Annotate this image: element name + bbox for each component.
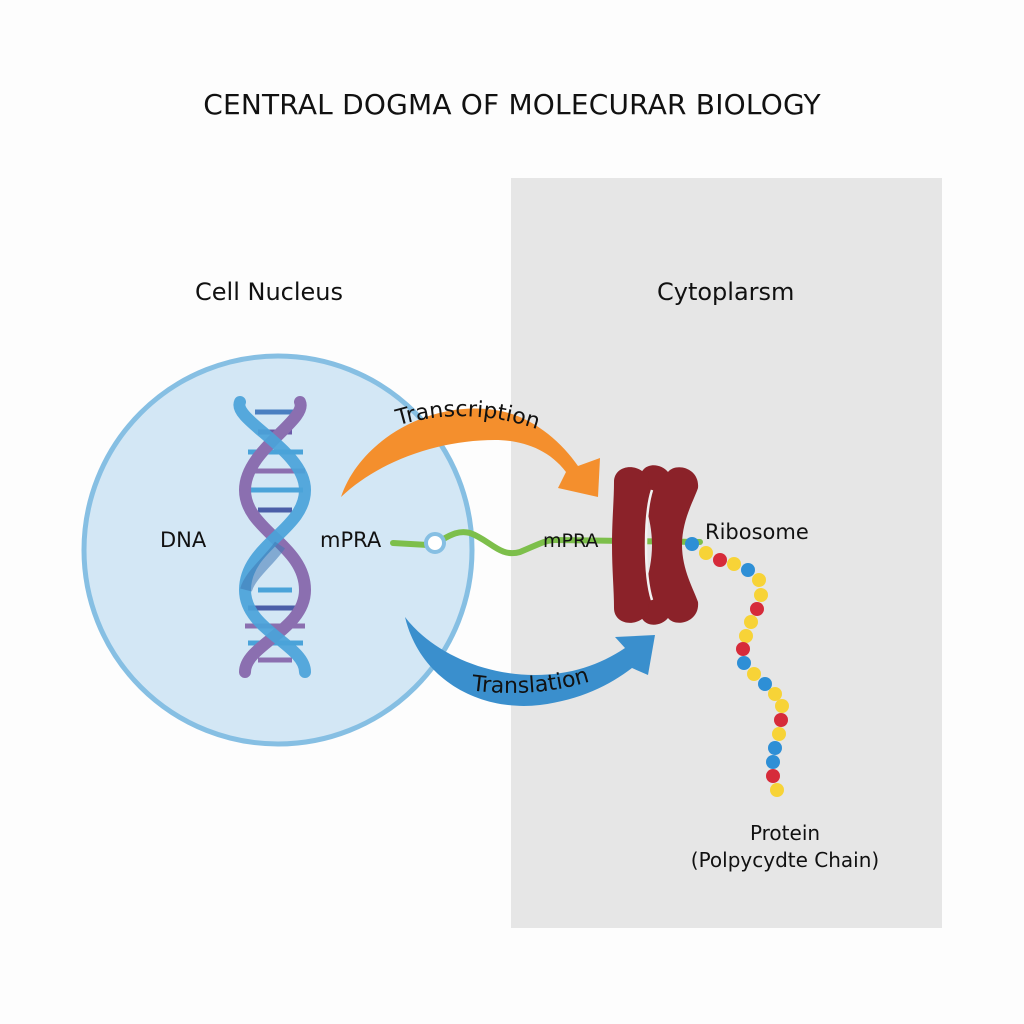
dna-strand-blue xyxy=(233,396,312,678)
protein-label-title: Protein xyxy=(749,821,821,845)
transcription-arrow xyxy=(341,408,600,497)
amino-acid-bead-blue xyxy=(768,741,782,755)
protein-label-subtitle: (Polpycydte Chain) xyxy=(690,848,880,872)
diagram-title: CENTRAL DOGMA OF MOLECURAR BIOLOGY xyxy=(203,88,821,121)
cytoplasm-region xyxy=(511,178,942,928)
amino-acid-bead-yellow xyxy=(699,546,713,560)
ribosome-large-subunit xyxy=(640,465,699,625)
amino-acid-bead-yellow xyxy=(747,667,761,681)
amino-acid-bead-yellow xyxy=(752,573,766,587)
protein-chain xyxy=(685,537,789,797)
cytoplasm-label: Cytoplarsm xyxy=(657,278,795,306)
protein-label: Protein (Polpycydte Chain) xyxy=(690,820,880,874)
amino-acid-bead-yellow xyxy=(744,615,758,629)
amino-acid-bead-red xyxy=(750,602,764,616)
ribosome-label: Ribosome xyxy=(705,520,809,544)
amino-acid-bead-yellow xyxy=(768,687,782,701)
ribosome-small-subunit xyxy=(612,467,650,623)
amino-acid-bead-red xyxy=(774,713,788,727)
mrna-5-prime-cap xyxy=(424,532,446,554)
dna-label: DNA xyxy=(160,528,207,552)
ribosome xyxy=(612,465,699,625)
amino-acid-bead-yellow xyxy=(772,727,786,741)
amino-acid-bead-blue xyxy=(766,755,780,769)
amino-acid-bead-blue xyxy=(741,563,755,577)
amino-acid-bead-yellow xyxy=(770,783,784,797)
amino-acid-bead-blue xyxy=(685,537,699,551)
dna-helix xyxy=(233,396,312,678)
amino-acid-bead-red xyxy=(736,642,750,656)
mrna-label-cytoplasm: mPRA xyxy=(543,530,599,552)
translation-arrow xyxy=(405,617,655,706)
amino-acid-bead-yellow xyxy=(727,557,741,571)
amino-acid-bead-blue xyxy=(737,656,751,670)
amino-acid-bead-blue xyxy=(758,677,772,691)
amino-acid-bead-red xyxy=(713,553,727,567)
amino-acid-bead-yellow xyxy=(739,629,753,643)
mrna-label-nucleus: mPRA xyxy=(320,528,382,552)
amino-acid-bead-red xyxy=(766,769,780,783)
amino-acid-bead-yellow xyxy=(754,588,768,602)
cell-nucleus-label: Cell Nucleus xyxy=(195,278,343,306)
amino-acid-bead-yellow xyxy=(775,699,789,713)
